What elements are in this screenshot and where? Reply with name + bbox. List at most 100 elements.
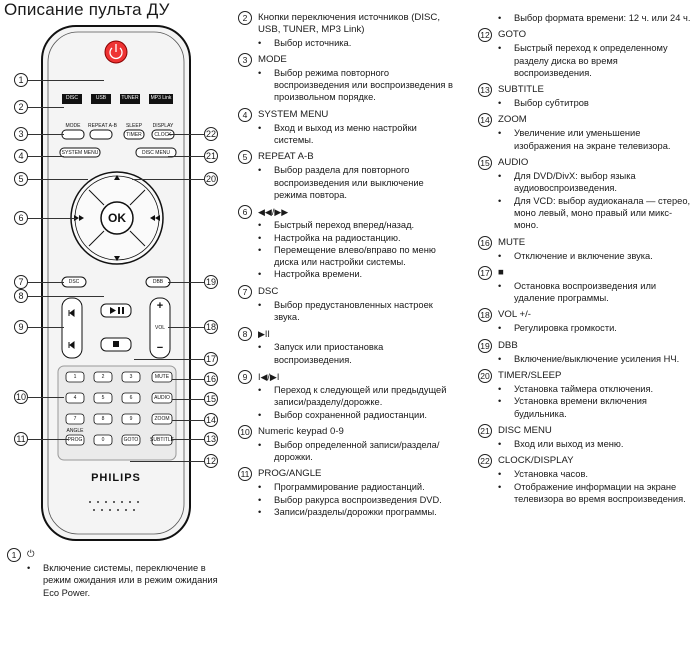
prog-label: PROG [67,437,83,443]
leader-line [172,420,204,421]
callout-15: 15 [204,392,218,406]
callout-16: 16 [204,372,218,386]
usb-source-button[interactable] [91,94,111,104]
repeat-button[interactable] [89,129,113,140]
timer-button[interactable] [123,129,145,140]
next-track-icon [68,309,75,317]
tuner-source-button[interactable] [120,94,140,104]
leader-line [28,218,76,219]
leader-line [168,282,204,283]
callout-9: 9 [14,320,28,334]
angle-label: ANGLE [66,428,84,434]
callout-11: 11 [14,432,28,446]
system-menu-label: SYSTEM MENU [61,150,99,156]
mode-button[interactable] [61,129,85,140]
callout-21: 21 [204,149,218,163]
key-3: 3 [129,374,133,380]
leader-line [130,461,204,462]
leader-line [28,179,88,180]
leader-line [134,359,204,360]
leader-line [28,397,64,398]
down-arrow-icon [114,256,120,261]
callout-14: 14 [204,413,218,427]
description-column-3: •Выбор формата времени: 12 ч. или 24 ч. … [478,12,696,510]
remote-body [41,25,191,541]
leader-line [168,134,204,135]
callout-17: 17 [204,352,218,366]
key-6: 6 [129,395,133,401]
callout-5: 5 [14,172,28,186]
up-arrow-icon [114,175,120,180]
callout-20: 20 [204,172,218,186]
key-1: 1 [73,374,77,380]
stop-icon [113,341,119,347]
skip-rocker[interactable] [61,297,83,359]
leader-line [132,179,204,180]
key-8: 8 [101,416,105,422]
callout-19: 19 [204,275,218,289]
mp3-link-source-label: MP3 Link [150,95,172,101]
key-9: 9 [129,416,133,422]
callout-2: 2 [14,100,28,114]
system-menu-button[interactable] [59,147,101,158]
leader-line [168,156,204,157]
leader-line [28,327,64,328]
play-pause-icon: ▶II [258,329,270,340]
vol-plus-label: + [156,300,164,312]
leader-line [28,80,104,81]
display-label: DISPLAY [152,123,174,129]
stop-icon: ■ [498,266,504,278]
previous-track-icon [68,341,75,349]
leader-line [28,282,64,283]
leader-line [168,327,204,328]
subtitle-label: SUBTITLE [150,437,174,443]
callout-4: 4 [14,149,28,163]
fast-forward-icon [150,215,160,221]
dbb-label: DBB [152,279,164,285]
callout-12: 12 [204,454,218,468]
callout-22: 22 [204,127,218,141]
key-4: 4 [73,395,77,401]
disc-source-button[interactable] [62,94,82,104]
zoom-label: ZOOM [154,416,170,422]
dsc-label: DSC [68,279,80,285]
vol-label: VOL [154,325,165,331]
page-title: Описание пульта ДУ [4,0,170,19]
volume-rocker[interactable] [149,297,171,359]
brand-logo: PHILIPS [91,472,141,484]
entry-6: 6◀◀/▶▶ •Быстрый переход вперед/назад. •Н… [238,205,458,280]
seek-icon: ◀◀/▶▶ [258,207,289,218]
rewind-icon [74,215,84,221]
leader-line [172,379,204,380]
leader-line [28,296,104,297]
ok-label: OK [108,211,126,225]
leader-line [28,134,64,135]
leader-line [28,439,68,440]
remote-control-illustration: DISC USB TUNER MP3 Link MODE REPEAT A-B … [40,24,192,544]
ok-button[interactable] [100,201,134,235]
entry-1: 1 ⏻ •Включение системы, переключение в р… [7,548,222,599]
power-icon [109,47,123,60]
callout-8: 8 [14,289,28,303]
clock-label: CLOCK [154,132,172,138]
key-7: 7 [73,416,77,422]
key-2: 2 [101,374,105,380]
disc-menu-button[interactable] [135,147,177,158]
leader-line [28,107,64,108]
mp3-link-source-button[interactable] [149,94,173,104]
play-pause-icon [110,307,116,314]
